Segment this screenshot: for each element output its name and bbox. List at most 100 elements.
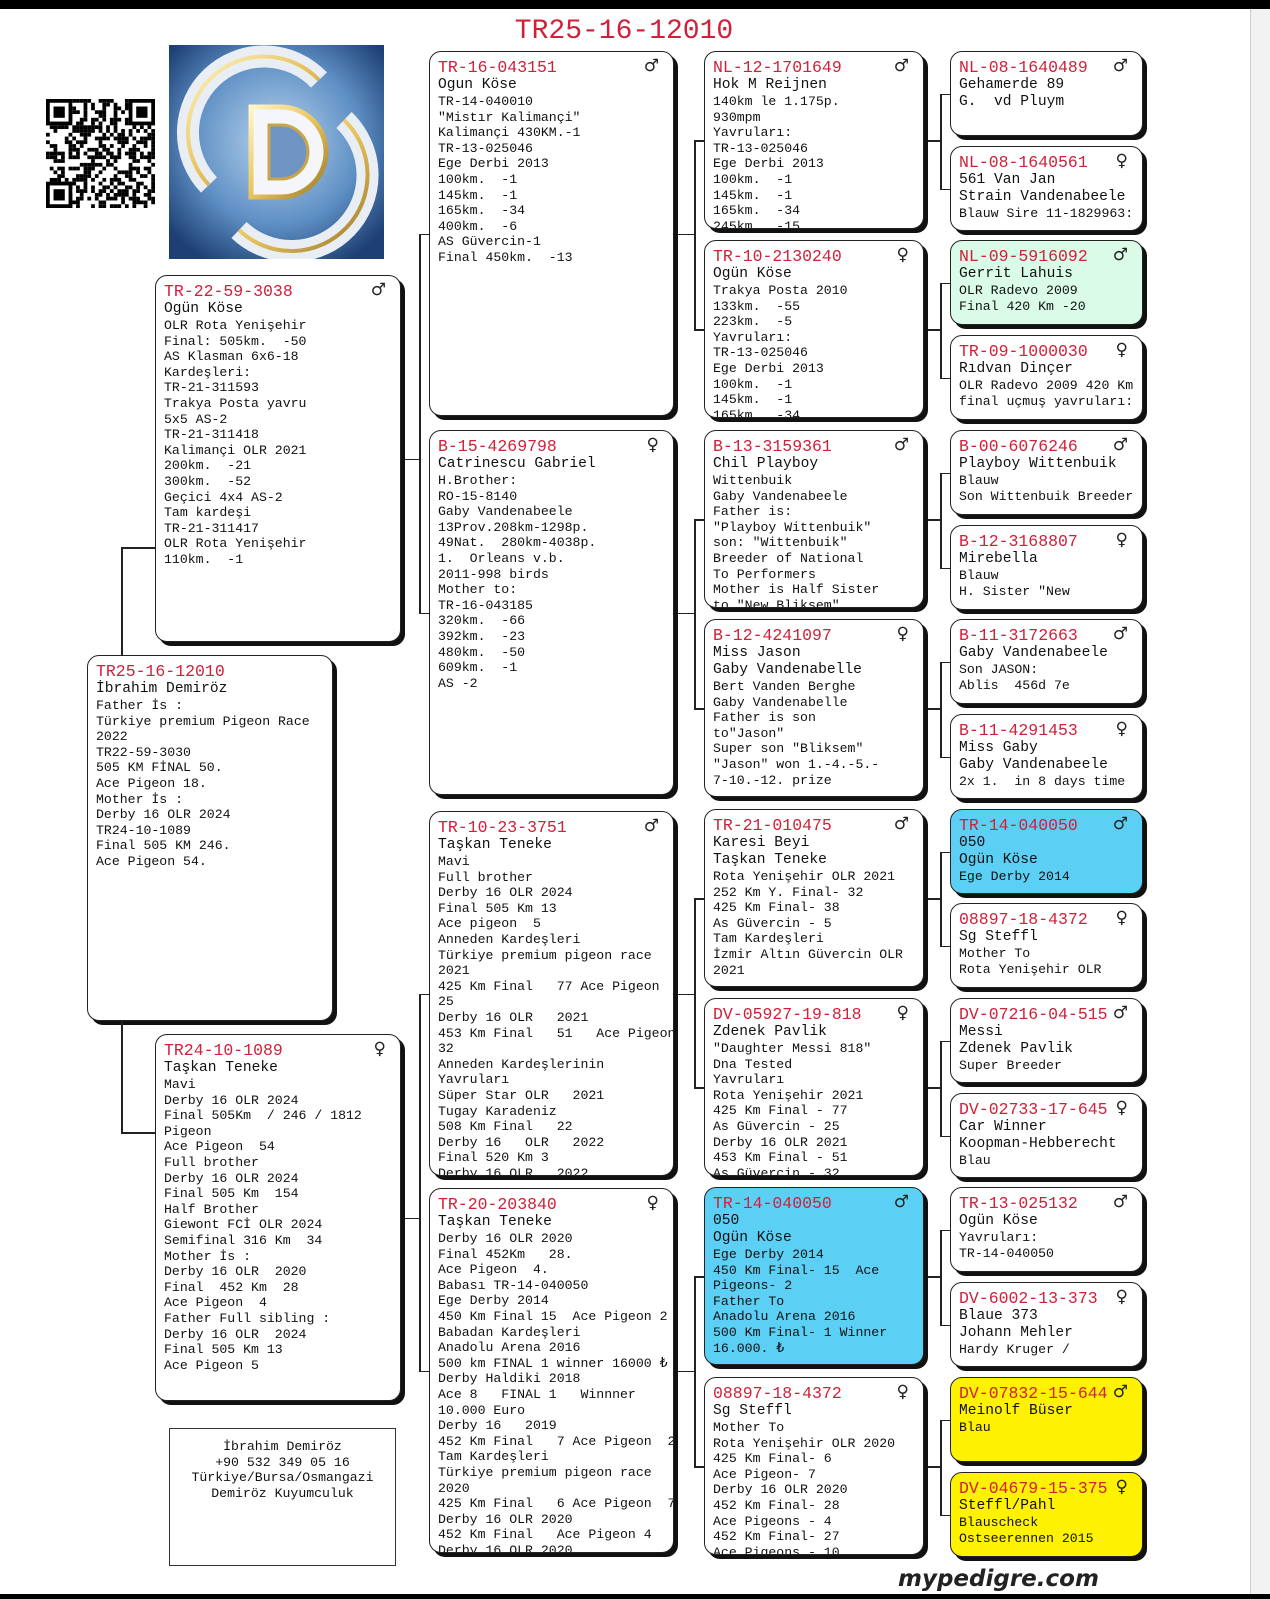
info-line: Blauscheck: [959, 1515, 1039, 1530]
info-line: Anadolu Arena 2016: [438, 1340, 581, 1356]
ring-number: TR-16-043151: [438, 58, 557, 77]
pigeon-name-line: Karesi Beyi: [713, 835, 810, 851]
male-icon: ♂: [1112, 624, 1128, 644]
info-line: 425 Km Final 6 Ace Pigeon 7: [438, 1496, 674, 1512]
great-grandparents-card[interactable]: DV-05927-19-818♀Zdenek Pavlik"Daughter M…: [704, 998, 924, 1176]
info-line: Ege Derbi 2013: [713, 360, 824, 376]
info-line: Pigeons- 2: [713, 1278, 793, 1294]
female-icon: ♀: [1115, 530, 1128, 550]
info-line: Gaby Vandenabeele: [713, 488, 848, 504]
connector-line: [928, 140, 940, 142]
info-line: Mother is Half Sister: [713, 582, 880, 598]
connector-line: [694, 1466, 704, 1468]
ring-number: TR-21-010475: [713, 816, 832, 835]
connector-line: [940, 93, 950, 95]
info-line: Pigeon: [164, 1123, 212, 1139]
info-line: Son Wittenbuik Breeder: [959, 488, 1134, 504]
info-line: Derby 16 OLR 2020: [713, 1482, 848, 1498]
connector-line: [940, 1135, 950, 1137]
connector-line: [419, 993, 421, 1371]
connector-line: [678, 233, 694, 235]
info-line: 400km. -6: [438, 218, 518, 234]
info-line: 200km. -21: [164, 458, 252, 474]
info-line: Dna Tested: [713, 1056, 793, 1072]
female-icon: ♀: [1115, 1477, 1128, 1497]
connector-line: [694, 1276, 696, 1466]
connector-line: [940, 377, 950, 379]
info-line: Breeder of National: [713, 550, 864, 566]
info-line: 300km. -52: [164, 473, 252, 489]
female-icon: ♀: [1115, 340, 1128, 360]
ring-number: TR-10-2130240: [713, 247, 842, 266]
info-line: 13Prov.208km-1298p.: [438, 519, 589, 535]
info-line: Derby 16 OLR 2020: [438, 1511, 573, 1527]
info-line: Final 452 Km 28: [164, 1279, 299, 1295]
connector-line: [694, 898, 704, 900]
info-line: Blau: [959, 1420, 991, 1435]
info-line: Final 452Km 28.: [438, 1246, 573, 1262]
info-line: Derby 16 OLR 2024: [164, 1092, 299, 1108]
ring-number: B-15-4269798: [438, 437, 557, 456]
breeder-name: İbrahim Demiröz: [223, 1439, 342, 1454]
info-line: Kardeşleri:: [164, 364, 252, 380]
info-line: Father Full sibling :: [164, 1310, 331, 1326]
pigeon-name-line: Taşkan Teneke: [164, 1060, 278, 1076]
pigeon-name-line: İbrahim Demiröz: [96, 681, 228, 697]
info-line: Hardy Kruger /: [959, 1342, 1070, 1357]
male-icon: ♂: [643, 816, 659, 836]
info-line: 425 Km Final - 77: [713, 1103, 848, 1119]
connector-line: [928, 1087, 940, 1089]
connector-line: [940, 93, 942, 189]
info-line: 16.000. ₺: [713, 1340, 785, 1356]
info-line: 145km. -1: [713, 187, 793, 203]
connector-line: [121, 1132, 155, 1134]
ring-number: DV-02733-17-645: [959, 1100, 1108, 1119]
ring-number: B-00-6076246: [959, 437, 1078, 456]
info-line: 223km. -5: [713, 314, 793, 330]
female-icon: ♀: [1115, 151, 1128, 171]
connector-line: [940, 1229, 950, 1231]
connector-line: [694, 519, 696, 708]
connector-line: [940, 1514, 950, 1516]
ring-number: B-11-4291453: [959, 721, 1078, 740]
info-line: Süper Star OLR 2021: [438, 1087, 605, 1103]
connector-line: [694, 329, 704, 331]
info-line: Tam kardeşi: [164, 505, 252, 521]
info-line: Derby 16 OLR 2024: [164, 1170, 299, 1186]
connector-line: [940, 851, 942, 946]
info-line: OLR Rota Yenişehir: [164, 536, 307, 552]
connector-line: [940, 661, 942, 757]
footer-brand[interactable]: mypedigre.com: [898, 1566, 1099, 1592]
info-line: Super son "Bliksem": [713, 741, 864, 757]
